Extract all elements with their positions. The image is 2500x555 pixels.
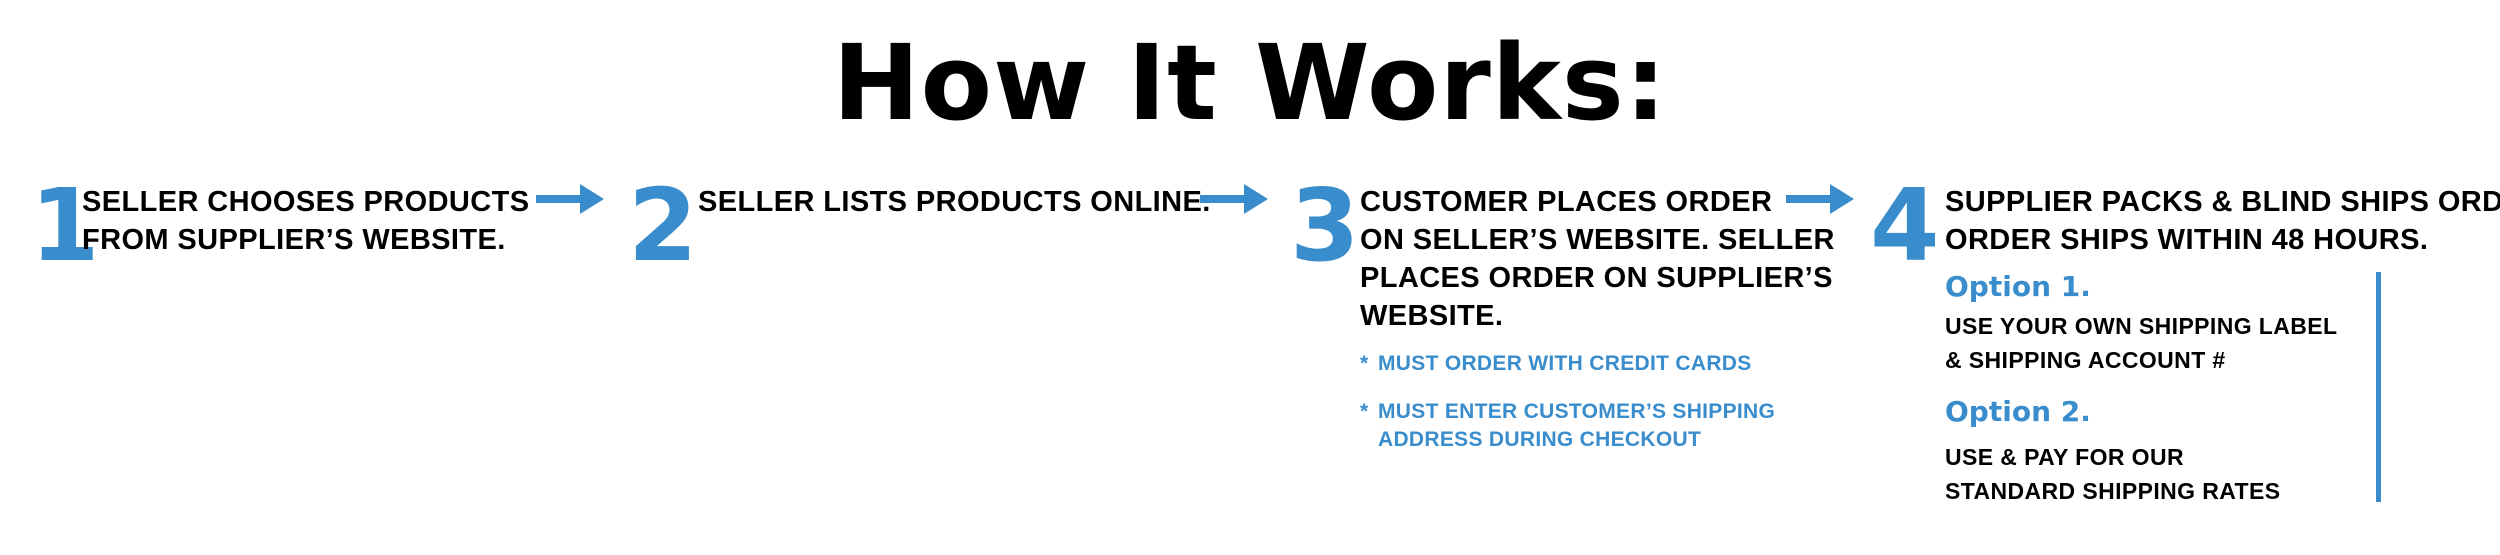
option-1-text: USE YOUR OWN SHIPPING LABEL & SHIPPING A… (1945, 309, 2337, 377)
shipping-address-note-line-2: ADDRESS DURING CHECKOUT (1378, 428, 1702, 451)
step-3-line-2: ON SELLER’S WEBSITE. SELLER (1360, 224, 1835, 256)
step-3-line-4: WEBSITE. (1360, 300, 1504, 332)
option-2-text: USE & PAY FOR OUR STANDARD SHIPPING RATE… (1945, 440, 2280, 508)
shipping-address-note-line-1: MUST ENTER CUSTOMER’S SHIPPING (1378, 400, 1776, 423)
credit-card-note-text: MUST ORDER WITH CREDIT CARDS (1378, 352, 1752, 375)
option-2-line-1: USE & PAY FOR OUR (1945, 444, 2184, 470)
step-number-4: 4 (1870, 167, 1940, 284)
step-1-line-1: SELLER CHOOSES PRODUCTS (82, 186, 530, 218)
right-arrow-icon (536, 184, 604, 214)
step-4-line-1: SUPPLIER PACKS & BLIND SHIPS ORDER. (1945, 186, 2500, 218)
credit-card-note: * MUST ORDER WITH CREDIT CARDS (1360, 350, 1752, 378)
page-title: How It Works: (832, 22, 1668, 144)
step-1-text: SELLER CHOOSES PRODUCTS FROM SUPPLIER’S … (82, 183, 529, 259)
step-1-line-2: FROM SUPPLIER’S WEBSITE. (82, 224, 506, 256)
note-asterisk: * (1360, 352, 1369, 375)
step-3-text: CUSTOMER PLACES ORDER ON SELLER’S WEBSIT… (1360, 183, 1835, 335)
step-3-line-1: CUSTOMER PLACES ORDER (1360, 186, 1773, 218)
right-arrow-icon (1200, 184, 1268, 214)
shipping-address-note: * MUST ENTER CUSTOMER’S SHIPPING ADDRESS … (1360, 398, 1775, 454)
step-number-3: 3 (1290, 167, 1360, 284)
option-2-line-2: STANDARD SHIPPING RATES (1945, 478, 2281, 504)
step-2-text: SELLER LISTS PRODUCTS ONLINE. (698, 183, 1211, 221)
options-divider (2376, 272, 2381, 502)
note-asterisk: * (1360, 400, 1369, 423)
option-1-line-1: USE YOUR OWN SHIPPING LABEL (1945, 313, 2338, 339)
right-arrow-icon (1786, 184, 1854, 214)
step-4-text: SUPPLIER PACKS & BLIND SHIPS ORDER. ORDE… (1945, 183, 2500, 259)
step-number-1: 1 (30, 167, 100, 284)
option-1-line-2: & SHIPPING ACCOUNT # (1945, 347, 2226, 373)
step-3-line-3: PLACES ORDER ON SUPPLIER’S (1360, 262, 1833, 294)
step-number-2: 2 (628, 167, 698, 284)
step-2-line-1: SELLER LISTS PRODUCTS ONLINE. (698, 186, 1211, 218)
step-4-line-2: ORDER SHIPS WITHIN 48 HOURS. (1945, 224, 2429, 256)
option-2-heading: Option 2. (1945, 395, 2091, 428)
option-1-heading: Option 1. (1945, 270, 2091, 303)
